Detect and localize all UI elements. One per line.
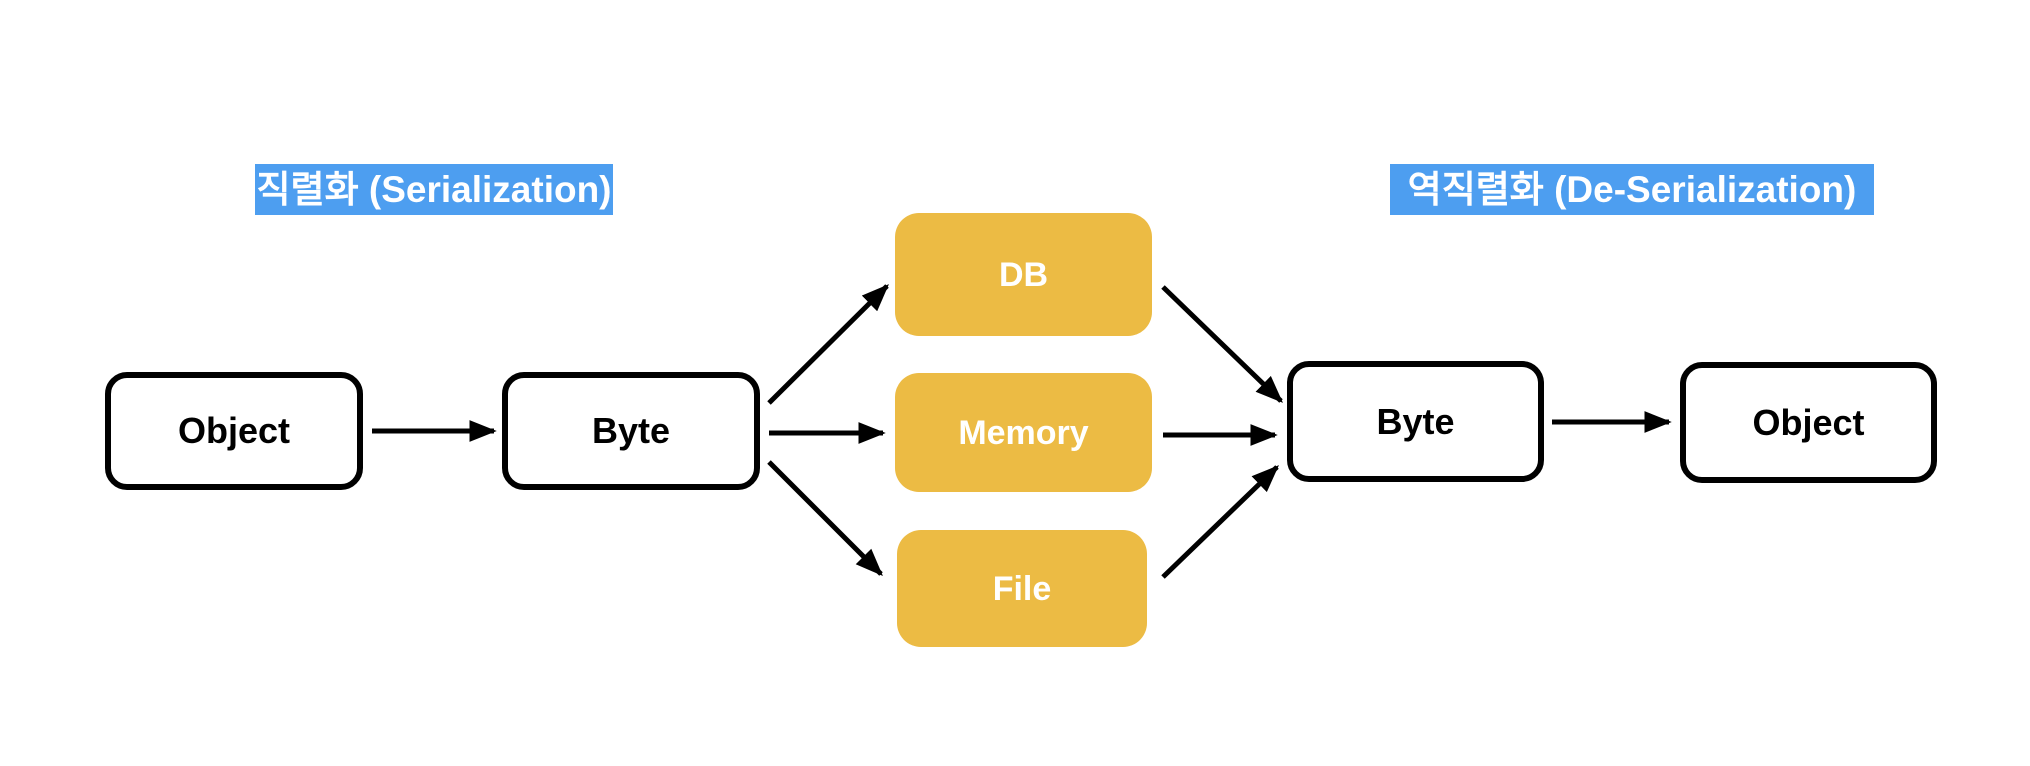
node-file: File xyxy=(897,530,1147,647)
edge-db-to-byte-right xyxy=(1161,285,1283,403)
node-db: DB xyxy=(895,213,1152,336)
node-object-target: Object xyxy=(1680,362,1937,483)
node-byte-deserialized: Byte xyxy=(1287,361,1544,482)
node-byte-serialized: Byte xyxy=(502,372,760,490)
node-memory: Memory xyxy=(895,373,1152,492)
node-object-source: Object xyxy=(105,372,363,490)
edge-file-to-byte-right xyxy=(1161,465,1279,579)
serialization-label: 직렬화 (Serialization) xyxy=(255,164,613,215)
edge-byte-left-to-file xyxy=(767,460,883,576)
edge-byte-left-to-db xyxy=(767,284,889,405)
deserialization-label: 역직렬화 (De-Serialization) xyxy=(1390,164,1874,215)
